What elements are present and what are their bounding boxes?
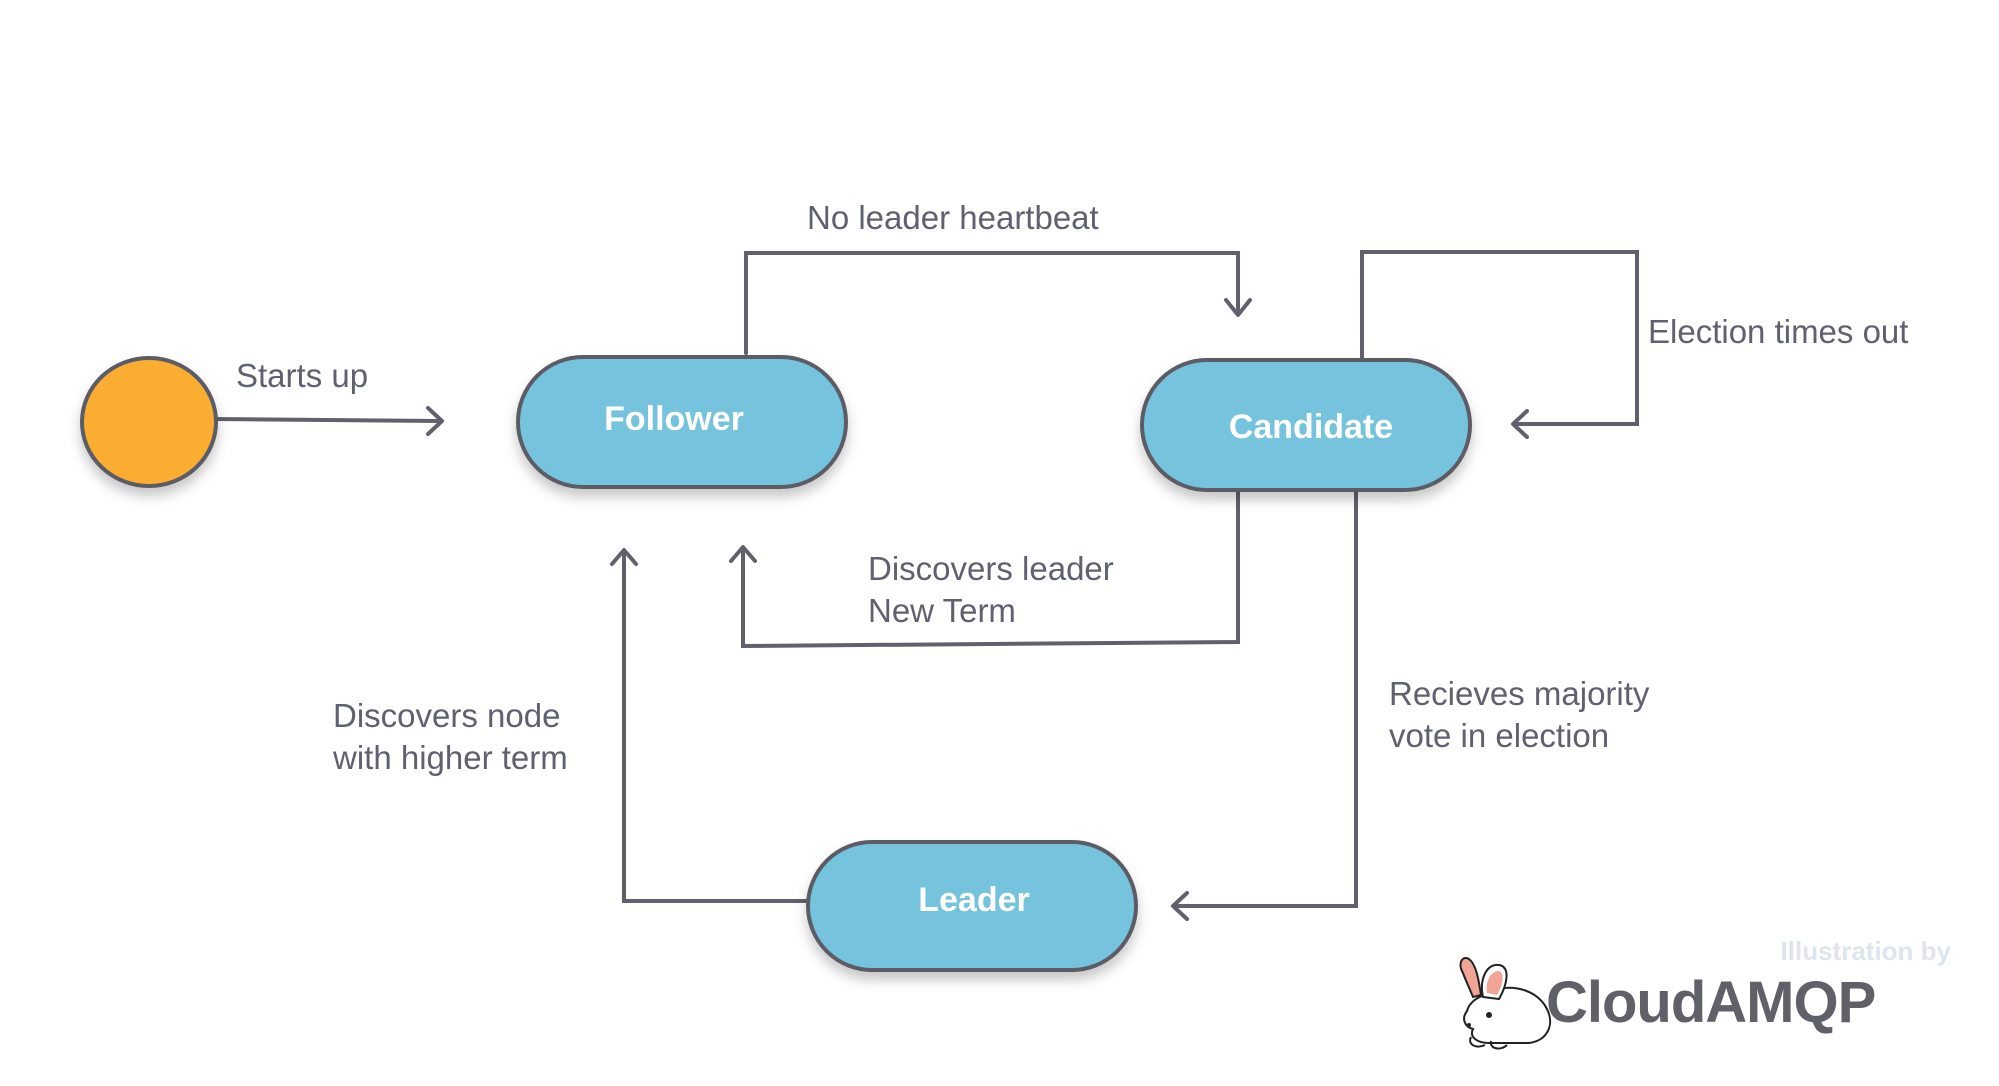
edge-label-no-leader-heartbeat: No leader heartbeat — [807, 199, 1099, 236]
edge-label-line: New Term — [868, 592, 1016, 629]
edge-label-discovers-leader: Discovers leader New Term — [868, 550, 1123, 629]
edge-label-line: Recieves majority — [1389, 675, 1650, 712]
edge-candidate-self-loop — [1360, 250, 1639, 439]
node-candidate-label: Candidate — [1229, 408, 1393, 446]
arrowhead-up-icon — [610, 548, 638, 566]
node-candidate-shape — [1140, 358, 1472, 492]
edge-line — [744, 251, 1240, 355]
edge-label-line: with higher term — [332, 739, 568, 776]
edge-candidate-to-leader — [1171, 484, 1358, 921]
node-follower-label: Follower — [604, 400, 744, 438]
arrowhead-down-icon — [1224, 298, 1252, 317]
start-state-circle-icon — [80, 356, 218, 488]
edge-start-to-follower — [213, 406, 444, 436]
edge-line — [1360, 250, 1639, 426]
node-leader-shape — [806, 840, 1138, 972]
rabbit-icon — [1459, 957, 1552, 1050]
node-leader: Leader — [806, 840, 1138, 972]
edge-line — [622, 549, 810, 903]
arrowhead-left-icon — [1171, 891, 1189, 921]
node-follower-shape — [516, 355, 848, 489]
brand-name: CloudAMQP — [1546, 970, 1875, 1035]
edge-label-election-times-out: Election times out — [1648, 313, 1908, 350]
edge-label-line: Discovers leader — [868, 550, 1114, 587]
edge-candidate-to-follower — [729, 484, 1240, 649]
node-follower: Follower — [516, 355, 848, 489]
arrowhead-up-icon — [729, 545, 757, 563]
edge-label-line: vote in election — [1389, 717, 1609, 754]
edge-follower-to-candidate — [744, 251, 1252, 355]
edge-line — [741, 484, 1240, 649]
arrowhead-left-icon — [1511, 409, 1529, 439]
edge-label-line: Discovers node — [333, 697, 560, 734]
node-candidate: Candidate — [1140, 358, 1472, 492]
edge-label-starts-up: Starts up — [236, 357, 368, 394]
edge-label-discovers-node: Discovers node with higher term — [332, 697, 570, 776]
credit-prefix: Illustration by — [1781, 936, 1952, 966]
edge-leader-to-follower — [610, 548, 810, 903]
edge-label-recieves-majority: Recieves majority vote in election — [1389, 675, 1659, 754]
start-node — [80, 356, 218, 488]
node-leader-label: Leader — [918, 881, 1030, 919]
edge-line — [213, 417, 442, 423]
arrowhead-right-icon — [426, 406, 444, 436]
edge-line — [1172, 484, 1358, 908]
